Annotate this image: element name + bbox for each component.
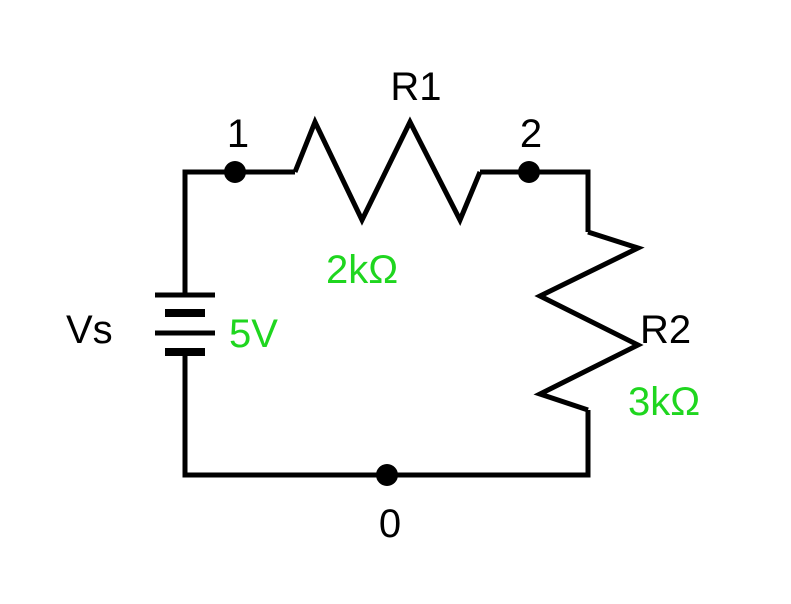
wire-right-bottom — [182, 355, 591, 478]
vs-name: Vs — [66, 308, 113, 352]
r2-value: 3kΩ — [628, 380, 700, 424]
battery-vs — [155, 292, 215, 356]
node-0-label: 0 — [379, 502, 401, 546]
resistor-r1 — [292, 115, 483, 226]
node-0-dot — [376, 464, 398, 486]
r2-name: R2 — [640, 308, 691, 352]
node-1-dot — [224, 161, 246, 183]
node-2-label: 2 — [520, 112, 542, 156]
node-1-label: 1 — [227, 112, 249, 156]
resistor-r2 — [533, 229, 645, 413]
wire-top-right — [480, 169, 591, 232]
vs-value: 5V — [229, 312, 278, 356]
node-2-dot — [518, 161, 540, 183]
wire-left-top — [182, 169, 295, 295]
r1-name: R1 — [390, 65, 441, 109]
r1-value: 2kΩ — [326, 248, 398, 292]
